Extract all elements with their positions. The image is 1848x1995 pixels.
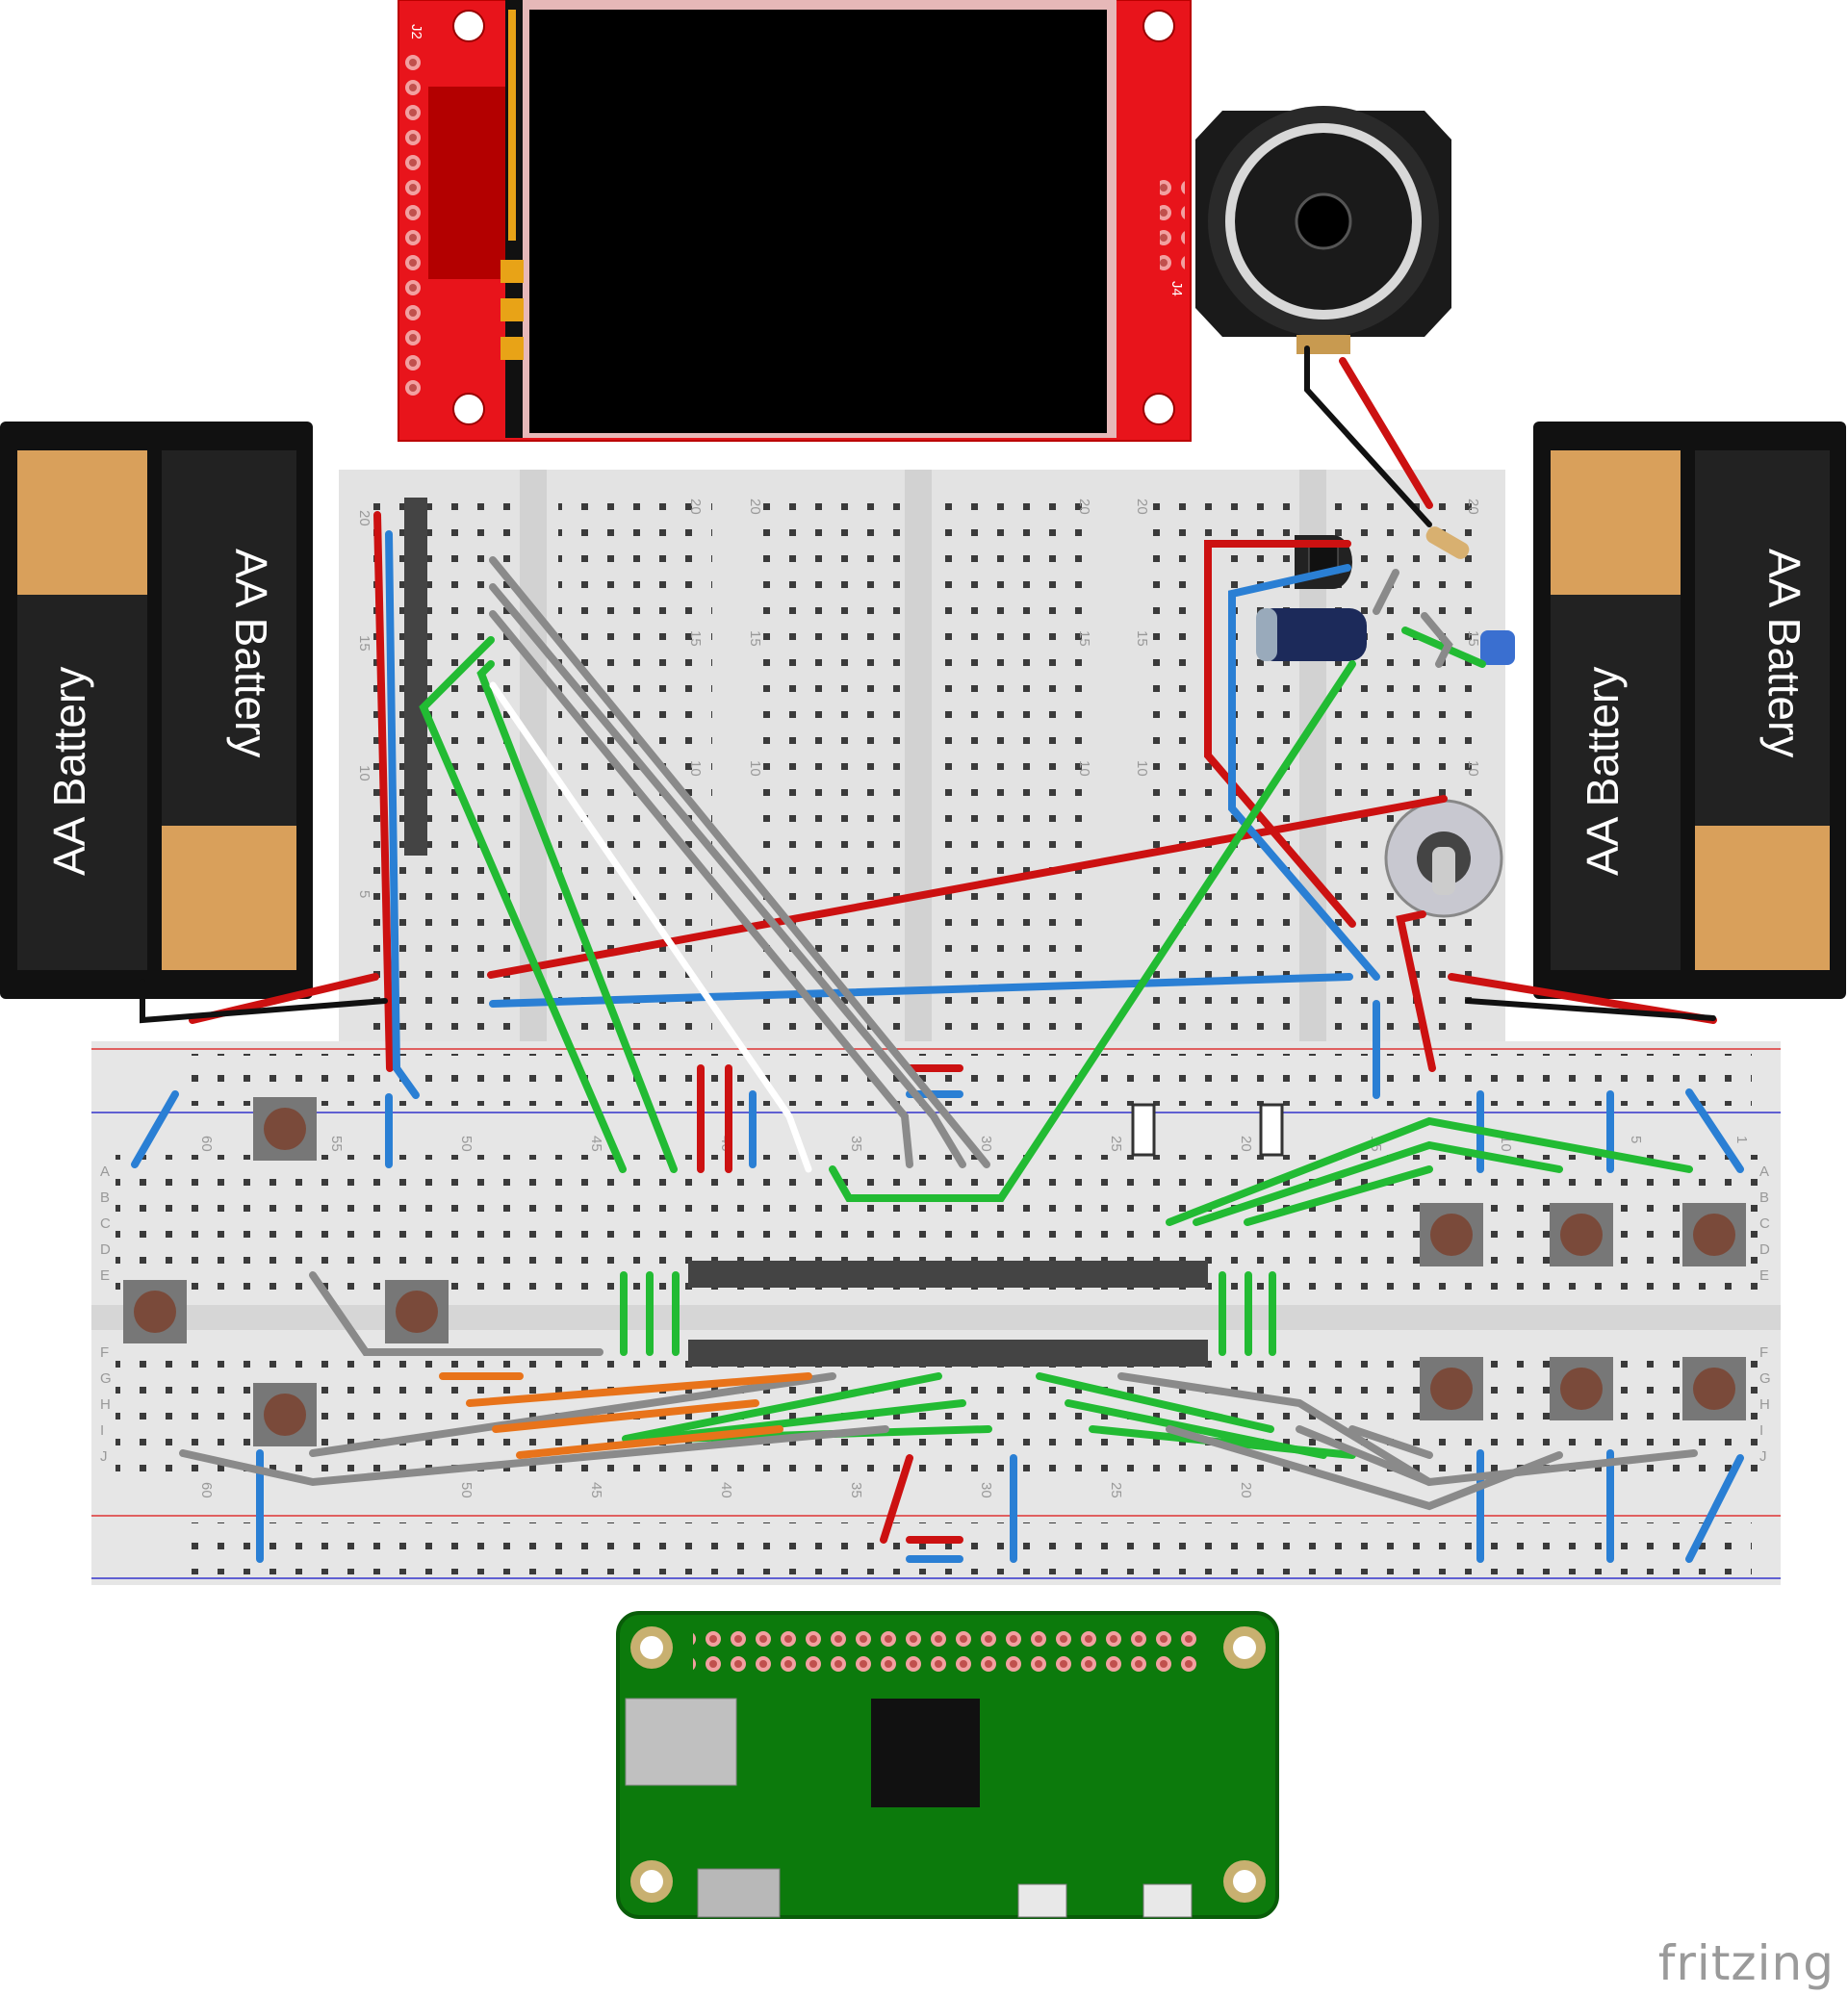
row-label-E: E bbox=[100, 1267, 110, 1284]
fritzing-logo: fritzing bbox=[1657, 1935, 1835, 1991]
row-label-10d: 10 bbox=[1076, 760, 1092, 777]
row-label-B: B bbox=[100, 1189, 110, 1206]
row-label-10b: 10 bbox=[687, 760, 704, 777]
row-label-J: J bbox=[100, 1448, 108, 1465]
battery-label-left-2: AA Battery bbox=[226, 549, 276, 757]
row-label-D: D bbox=[100, 1241, 111, 1258]
large-breadboard bbox=[91, 1041, 1781, 1585]
col-label-45-bottom: 45 bbox=[588, 1482, 604, 1498]
tft-display-module: J2 J4 bbox=[398, 0, 1192, 442]
row-label-B-right: B bbox=[1759, 1189, 1769, 1206]
row-label-H-right: H bbox=[1759, 1396, 1770, 1413]
col-label-60: 60 bbox=[198, 1136, 215, 1152]
pin-header-strips bbox=[404, 498, 1208, 1367]
col-label-25: 25 bbox=[1108, 1136, 1124, 1152]
battery-label-right-1: AA Battery bbox=[1578, 667, 1628, 876]
orange-wires bbox=[439, 1372, 812, 1459]
pushbutton-icon-10 bbox=[1682, 1357, 1746, 1420]
row-label-E-right: E bbox=[1759, 1267, 1769, 1284]
row-label-G-right: G bbox=[1759, 1370, 1771, 1387]
row-label-15f: 15 bbox=[1465, 630, 1481, 647]
col-label-40-bottom: 40 bbox=[718, 1482, 734, 1498]
row-label-J-right: J bbox=[1759, 1448, 1767, 1465]
pushbutton-icon-7 bbox=[1682, 1203, 1746, 1266]
pushbutton-icon-9 bbox=[1550, 1357, 1613, 1420]
slide-switch-2 bbox=[1259, 1103, 1284, 1157]
pushbutton-icon-2 bbox=[123, 1280, 187, 1343]
blue-wires bbox=[131, 530, 1744, 1563]
raspberry-pi-zero bbox=[616, 1611, 1279, 1919]
pushbutton-icon-5 bbox=[1420, 1203, 1483, 1266]
col-label-25-bottom: 25 bbox=[1108, 1482, 1124, 1498]
speaker-icon bbox=[1195, 106, 1451, 354]
row-label-A-right: A bbox=[1759, 1164, 1769, 1180]
connector-label-j4: J4 bbox=[1168, 281, 1185, 296]
connector-label-j2: J2 bbox=[408, 24, 424, 39]
black-wires bbox=[140, 345, 1716, 1024]
small-breadboard-row-labels: 20 15 10 5 20 15 10 20 15 10 20 15 10 20… bbox=[356, 499, 1481, 898]
col-label-45: 45 bbox=[588, 1136, 604, 1152]
pushbuttons bbox=[123, 1097, 1746, 1446]
row-label-F-right: F bbox=[1759, 1344, 1768, 1361]
row-label-15c: 15 bbox=[747, 630, 763, 647]
row-label-H: H bbox=[100, 1396, 111, 1413]
col-label-35: 35 bbox=[848, 1136, 864, 1152]
row-label-20d: 20 bbox=[1076, 499, 1092, 515]
col-label-20: 20 bbox=[1238, 1136, 1254, 1152]
resistor-icon bbox=[1425, 526, 1470, 559]
col-label-5: 5 bbox=[1628, 1136, 1644, 1143]
col-label-30-bottom: 30 bbox=[978, 1482, 994, 1498]
row-label-C-right: C bbox=[1759, 1215, 1770, 1232]
white-wire bbox=[489, 681, 812, 1173]
pushbutton-icon-3 bbox=[385, 1280, 449, 1343]
row-label-20b: 20 bbox=[687, 499, 704, 515]
col-label-20-bottom: 20 bbox=[1238, 1482, 1254, 1498]
col-label-35-bottom: 35 bbox=[848, 1482, 864, 1498]
row-label-20f: 20 bbox=[1465, 499, 1481, 515]
row-label-D-right: D bbox=[1759, 1241, 1770, 1258]
row-label-15b: 15 bbox=[687, 630, 704, 647]
row-label-15e: 15 bbox=[1134, 630, 1150, 647]
large-breadboard-labels: 60 55 50 45 40 35 30 25 20 15 10 5 1 60 … bbox=[100, 1136, 1771, 1498]
col-label-55: 55 bbox=[328, 1136, 345, 1152]
row-label-10f: 10 bbox=[1465, 760, 1481, 777]
battery-holder-left: AA Battery AA Battery bbox=[0, 422, 313, 999]
row-label-G: G bbox=[100, 1370, 112, 1387]
row-label-A: A bbox=[100, 1164, 110, 1180]
row-label-20: 20 bbox=[356, 510, 372, 526]
row-label-20e: 20 bbox=[1134, 499, 1150, 515]
pushbutton-icon-6 bbox=[1550, 1203, 1613, 1266]
pushbutton-icon-1 bbox=[253, 1097, 317, 1161]
pushbutton-icon-4 bbox=[253, 1383, 317, 1446]
row-label-5: 5 bbox=[356, 890, 372, 898]
col-label-60-bottom: 60 bbox=[198, 1482, 215, 1498]
electrolytic-capacitor-icon bbox=[1256, 608, 1367, 661]
row-label-I: I bbox=[100, 1422, 104, 1439]
row-label-20c: 20 bbox=[747, 499, 763, 515]
row-label-10e: 10 bbox=[1134, 760, 1150, 777]
col-label-1: 1 bbox=[1733, 1136, 1750, 1143]
col-label-30: 30 bbox=[978, 1136, 994, 1152]
row-label-F: F bbox=[100, 1344, 109, 1361]
row-label-10: 10 bbox=[356, 765, 372, 781]
battery-label-left-1: AA Battery bbox=[44, 667, 94, 876]
grey-wires bbox=[179, 556, 1698, 1511]
pushbutton-icon-8 bbox=[1420, 1357, 1483, 1420]
potentiometer-icon bbox=[1384, 799, 1503, 918]
col-label-50: 50 bbox=[458, 1136, 475, 1152]
row-label-10c: 10 bbox=[747, 760, 763, 777]
battery-label-right-2: AA Battery bbox=[1759, 549, 1810, 757]
row-label-C: C bbox=[100, 1215, 111, 1232]
slide-switch-1 bbox=[1131, 1103, 1156, 1157]
row-label-15d: 15 bbox=[1076, 630, 1092, 647]
ceramic-capacitor-icon bbox=[1480, 630, 1515, 665]
battery-holder-right: AA Battery AA Battery bbox=[1533, 422, 1846, 999]
row-label-I-right: I bbox=[1759, 1422, 1763, 1439]
col-label-50-bottom: 50 bbox=[458, 1482, 475, 1498]
wires bbox=[131, 345, 1744, 1563]
row-label-15: 15 bbox=[356, 635, 372, 652]
